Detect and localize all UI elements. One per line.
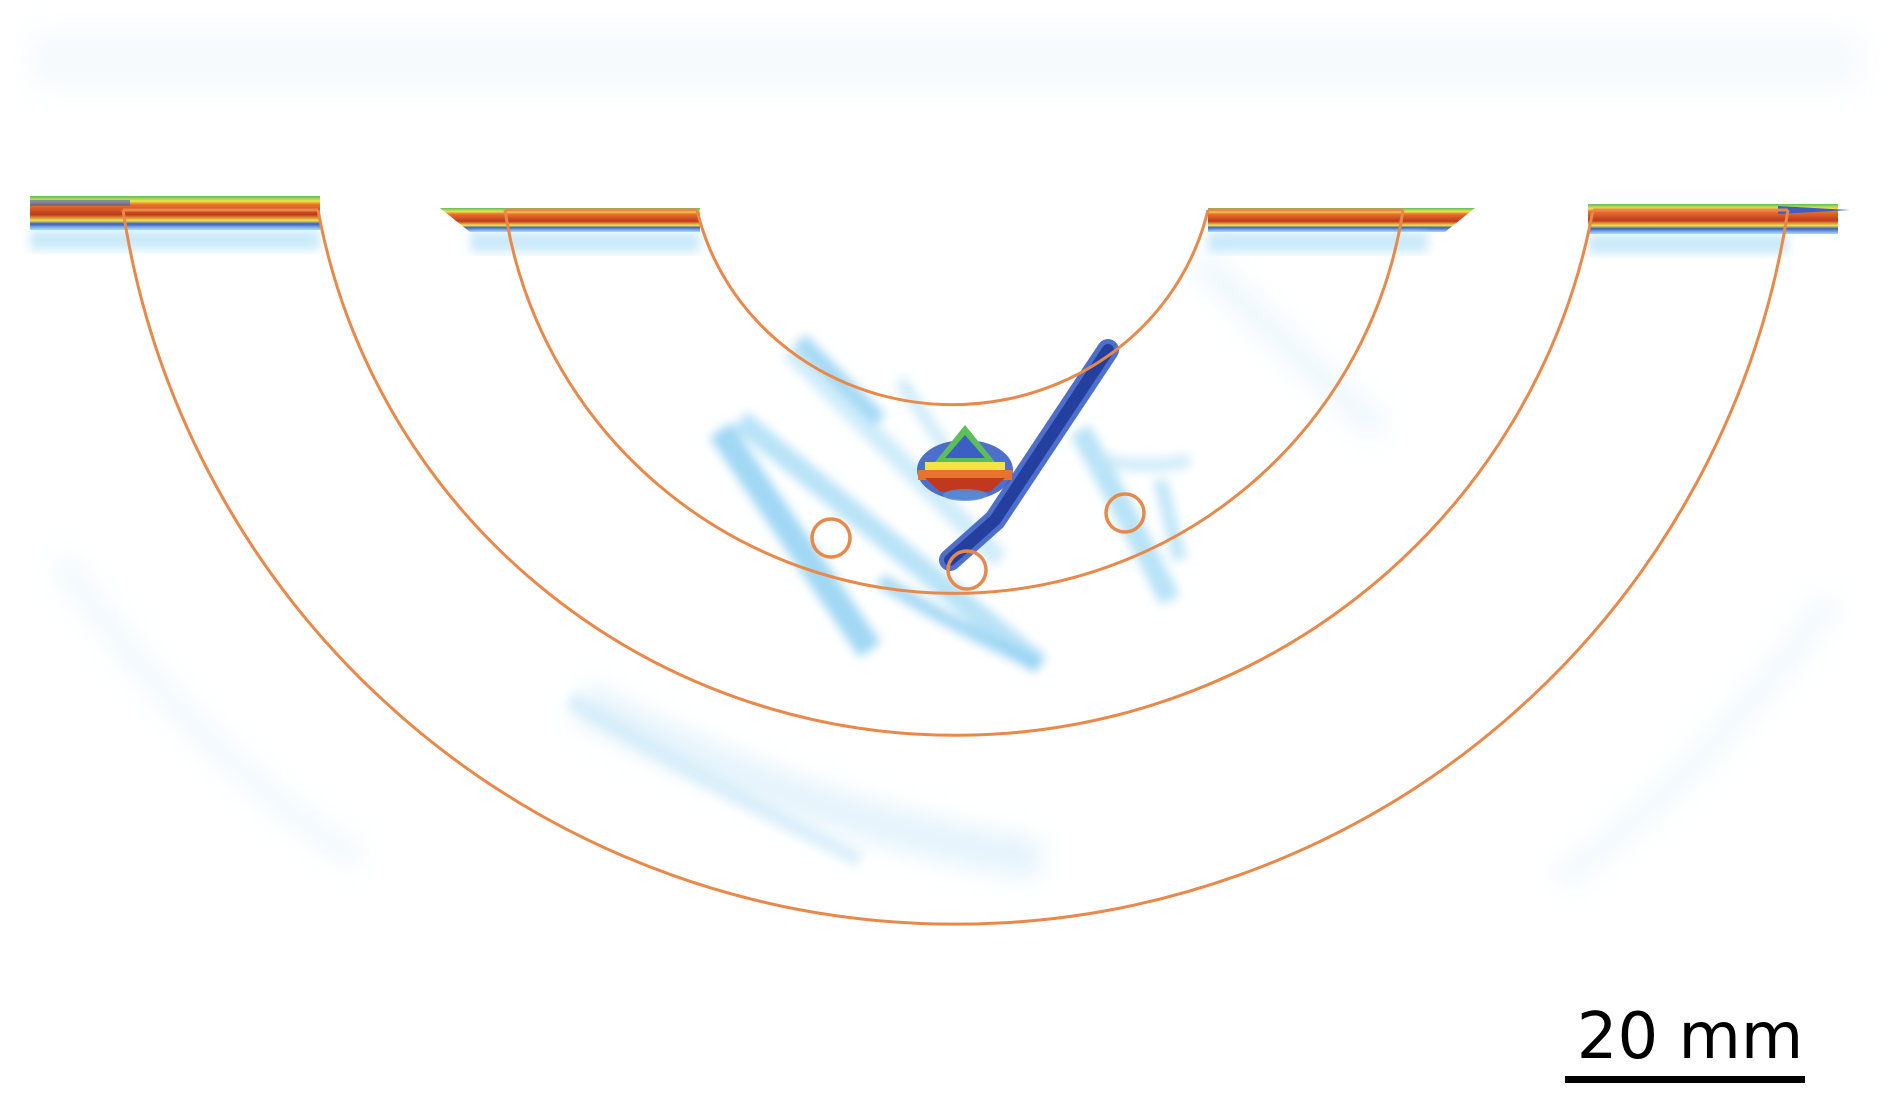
central-hotspot xyxy=(917,425,1013,501)
inclusions xyxy=(810,492,1146,591)
dark-streak xyxy=(939,339,1119,571)
inclusion-center xyxy=(946,549,988,591)
surface-plates xyxy=(30,196,1850,254)
background-artifacts xyxy=(30,30,1860,891)
inner-arc-inner xyxy=(695,209,1210,407)
plate-left-outer xyxy=(30,196,320,250)
plate-right-outer xyxy=(1588,204,1850,254)
plate-right-inner xyxy=(1208,208,1475,252)
inclusion-right xyxy=(1104,492,1146,534)
scale-bar xyxy=(1565,1076,1805,1083)
inner-arc-outer xyxy=(503,209,1405,595)
scale-bar-label: 20 mm xyxy=(1576,1000,1804,1074)
inclusion-left xyxy=(810,517,852,559)
outer-arc-outer xyxy=(121,209,1790,926)
outer-arc-inner xyxy=(316,209,1595,737)
plate-left-inner xyxy=(440,208,700,252)
phantom-outline xyxy=(121,208,1790,926)
